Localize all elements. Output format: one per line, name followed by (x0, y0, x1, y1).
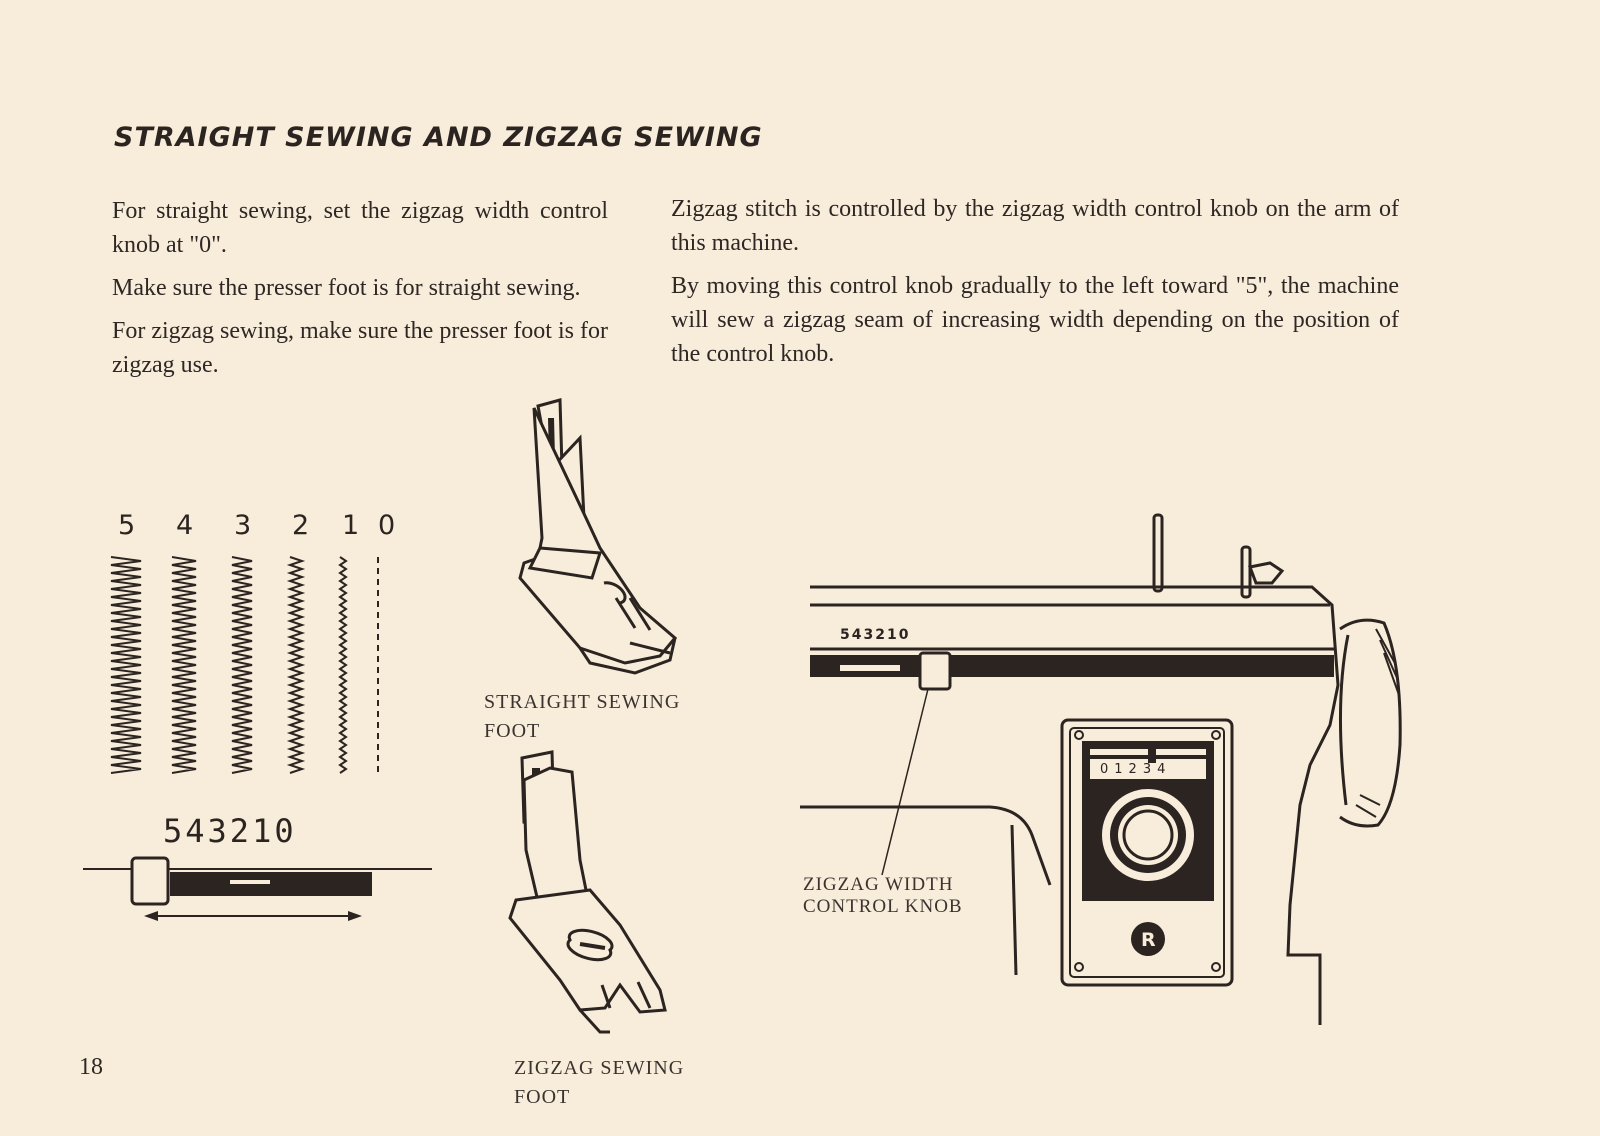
brand-logo-letter: R (1141, 929, 1156, 951)
zigzag-foot-label: ZIGZAG SEWING FOOT (514, 1054, 684, 1112)
paragraph-knob-movement: By moving this control knob gradually to… (671, 273, 1399, 367)
stitch-width-numbers: 5 4 3 2 1 0 (110, 510, 410, 550)
page-number: 18 (79, 1054, 103, 1080)
paragraph-zigzag-control: Zigzag stitch is controlled by the zigza… (671, 196, 1399, 256)
width-number: 3 (234, 510, 252, 541)
stitch-sample-zigzag (171, 556, 197, 774)
knob-label-line1: ZIGZAG WIDTH (803, 874, 954, 895)
machine-scale-text: 543210 (840, 627, 910, 643)
width-number: 4 (176, 510, 194, 541)
page-title: STRAIGHT SEWING AND ZIGZAG SEWING (114, 122, 763, 153)
paragraph-zigzag-foot: For zigzag sewing, make sure the presser… (112, 318, 608, 378)
zigzag-foot-label-line2: FOOT (514, 1086, 571, 1108)
straight-foot-label-line2: FOOT (484, 720, 541, 742)
stitch-sample-zigzag (110, 556, 142, 774)
straight-foot-label-line1: STRAIGHT SEWING (484, 691, 681, 713)
lever-knob (130, 856, 170, 906)
sewing-machine-illustration: 543210 01234 R (800, 513, 1402, 1025)
dial-scale-text: 01234 (1100, 762, 1171, 777)
paragraph-straight-foot: Make sure the presser foot is for straig… (112, 275, 581, 301)
zigzag-width-control-knob (918, 651, 952, 691)
knob-label-line2: CONTROL KNOB (803, 896, 963, 917)
stitch-samples (110, 556, 379, 774)
stitch-sample-zigzag (286, 556, 306, 774)
width-number: 5 (118, 510, 136, 541)
stitch-sample-zigzag (231, 556, 253, 774)
straight-sewing-foot-illustration (518, 398, 678, 675)
width-number: 2 (292, 510, 310, 541)
width-number: 1 (342, 510, 360, 541)
width-number: 0 (378, 510, 396, 541)
left-text-column: For straight sewing, set the zigzag widt… (112, 194, 608, 391)
right-text-column: Zigzag stitch is controlled by the zigza… (671, 192, 1399, 380)
zigzag-sewing-foot-illustration (508, 750, 667, 1034)
lever-scale-text: 543210 (163, 812, 297, 850)
stitch-sample-zigzag (338, 556, 348, 774)
zigzag-foot-label-line1: ZIGZAG SEWING (514, 1057, 685, 1079)
straight-foot-label: STRAIGHT SEWING FOOT (484, 688, 680, 746)
paragraph-straight-setting: For straight sewing, set the zigzag widt… (112, 198, 608, 258)
lever-scale-illustration: 543210 (83, 812, 432, 921)
knob-label: ZIGZAG WIDTH CONTROL KNOB (803, 874, 963, 918)
